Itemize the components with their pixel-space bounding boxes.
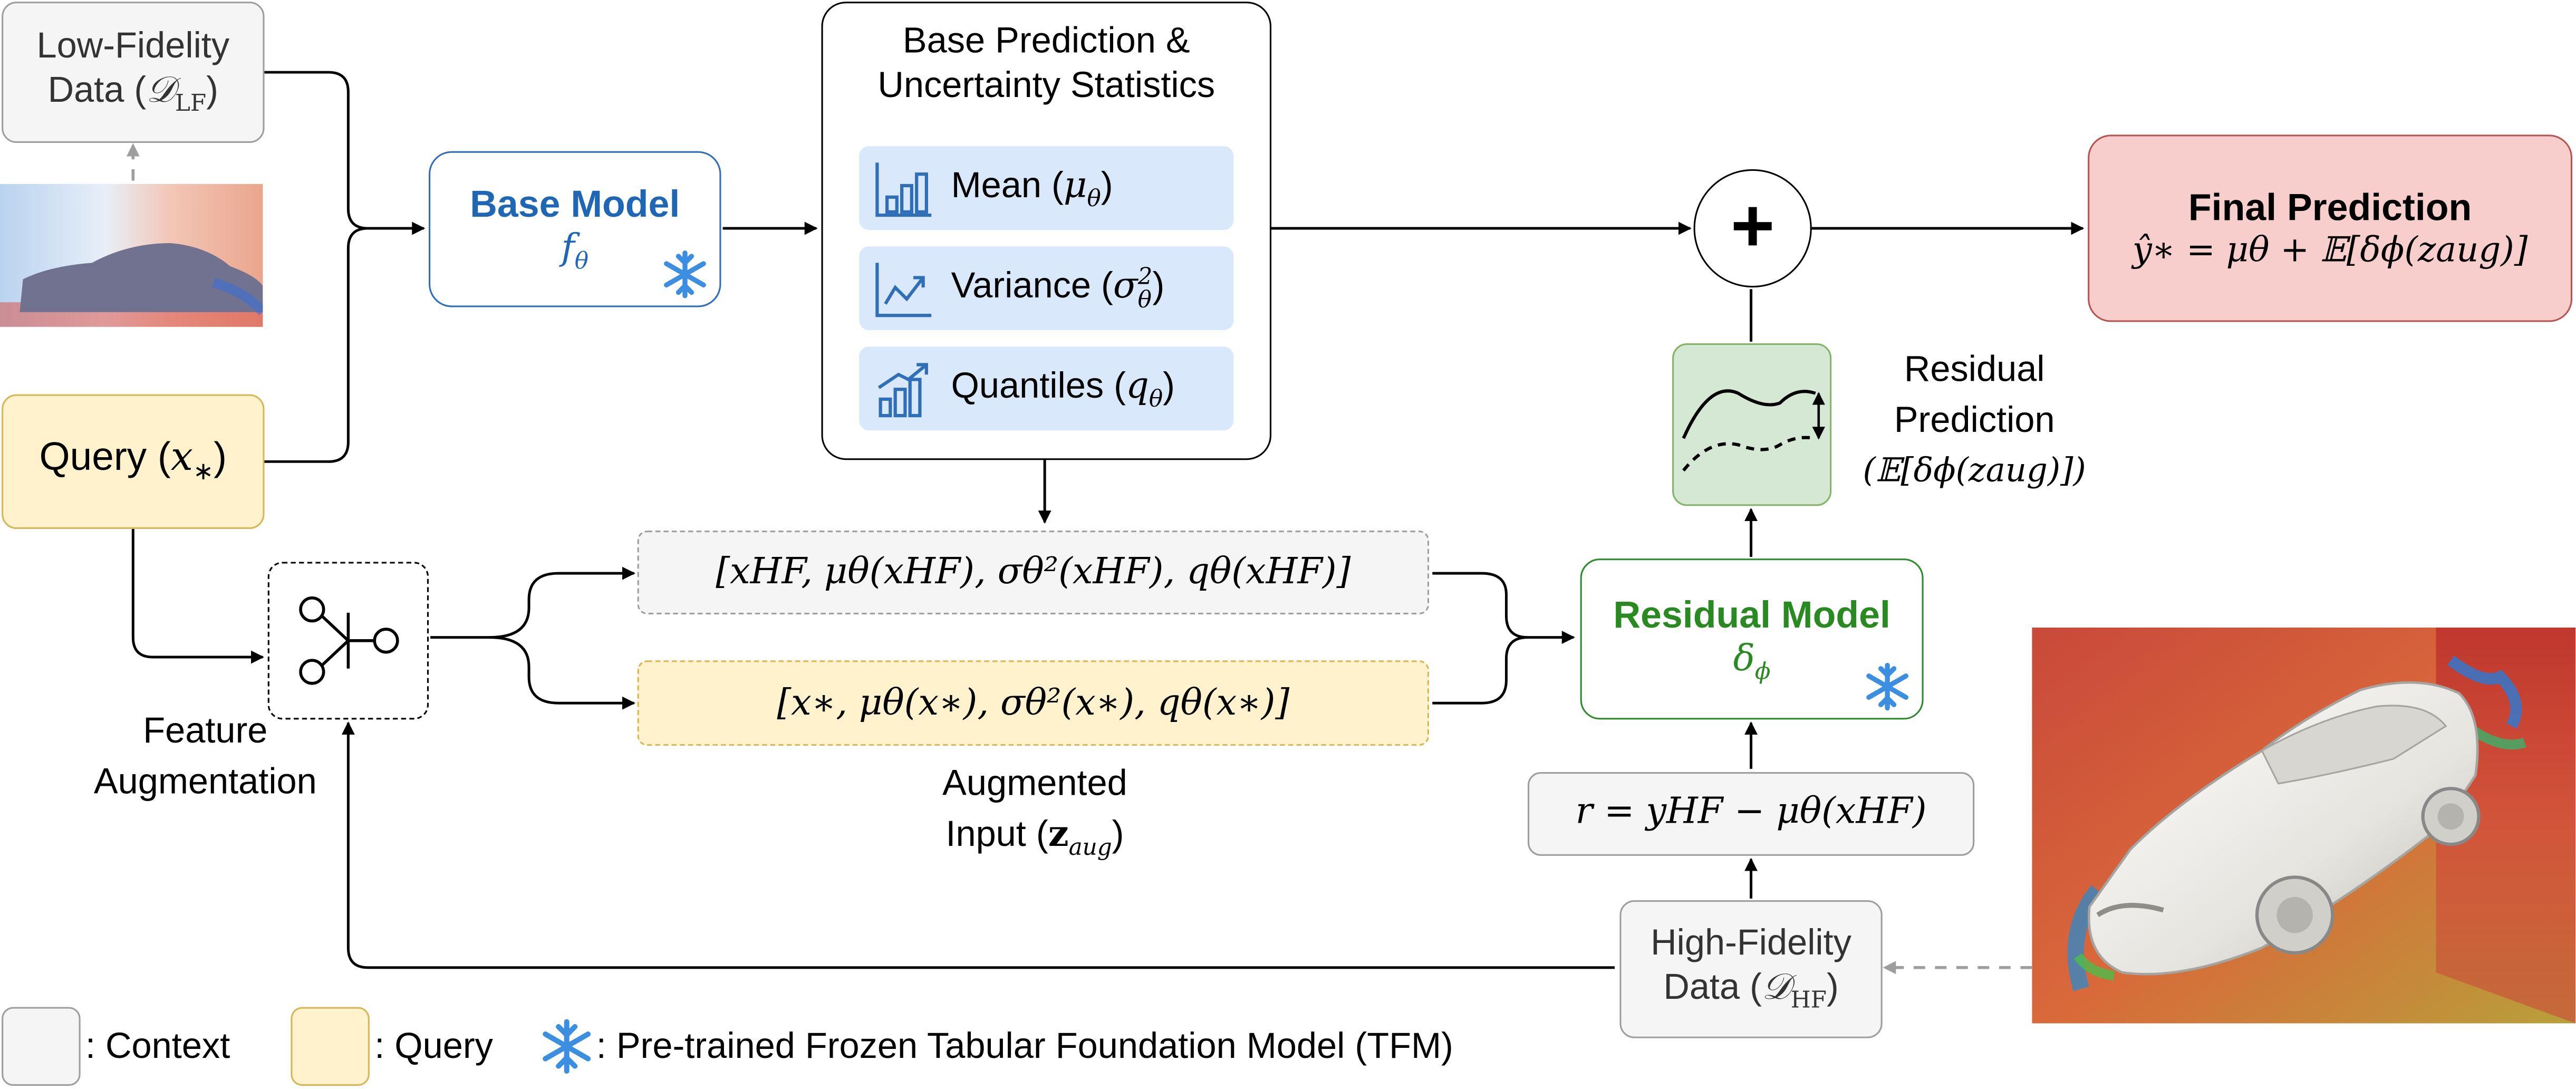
close-paren: ) [1827, 966, 1839, 1008]
growth-chart-icon [877, 362, 928, 417]
residual-model-box: Residual Model δϕ [1580, 558, 1924, 720]
stat-mean: Mean (μθ) [859, 146, 1234, 230]
query-symbol: x [170, 434, 193, 480]
snowflake-icon [664, 250, 706, 298]
function-subscript: θ [574, 249, 589, 276]
final-prediction-box: Final Prediction ŷ∗ = μθ + 𝔼[δϕ(zaug)] [2088, 134, 2573, 322]
residual-prediction-plot [1672, 343, 1832, 506]
residual-prediction-line2: Prediction [1894, 399, 2055, 440]
high-fidelity-title: High-Fidelity [1651, 922, 1851, 963]
residual-prediction-formula: (𝔼[δϕ(zaug)]) [1863, 449, 2086, 489]
legend-query-label: : Query [374, 1025, 493, 1066]
base-model-title: Base Model [470, 182, 680, 226]
plus-icon: + [1730, 182, 1775, 268]
residual-model-title: Residual Model [1613, 592, 1890, 635]
snowflake-icon [1866, 662, 1909, 711]
delta-subscript: ϕ [1754, 659, 1771, 686]
low-fidelity-simulation-image [0, 184, 263, 327]
close-paren: ) [206, 69, 219, 111]
residual-curve-icon [1682, 389, 1826, 472]
bar-chart-icon [875, 161, 932, 216]
dataset-symbol: 𝒟 [146, 71, 175, 112]
base-prediction-stats-panel: Base Prediction & Uncertainty Statistics [821, 2, 1272, 460]
final-prediction-title: Final Prediction [2188, 186, 2472, 229]
augmented-line2: Input (zaug) [946, 813, 1124, 861]
car-render-icon [2032, 627, 2576, 1024]
augmented-line1: Augmented [942, 762, 1127, 804]
base-model-box: Base Model fθ [429, 151, 721, 307]
data-word: Data ( [47, 69, 147, 111]
dataset-subscript: LF [175, 91, 207, 118]
legend-context-label: : Context [85, 1025, 230, 1066]
legend: : Context : Query : Pre-trained Frozen T… [0, 1005, 1643, 1087]
high-fidelity-simulation-image [2032, 627, 2576, 1024]
close-paren: ) [214, 436, 227, 480]
car-silhouette-icon [0, 243, 263, 327]
data-word: Data ( [1663, 966, 1762, 1008]
quantiles-label: Quantiles (qθ) [951, 364, 1175, 413]
dataset-symbol: 𝒟 [1761, 968, 1791, 1009]
residual-prediction-label: Residual Prediction (𝔼[δϕ(zaug)]) [1843, 345, 2106, 492]
low-fidelity-title: Low-Fidelity [36, 25, 230, 66]
base-model-symbol: fθ [561, 227, 588, 277]
residual-prediction-line1: Residual [1904, 348, 2045, 390]
query-subscript: ∗ [192, 458, 214, 487]
high-fidelity-feature-vector: [xHF, μθ(xHF), σθ²(xHF), qθ(xHF)] [637, 531, 1430, 615]
augmented-input-label: Augmented Input (zaug) [887, 759, 1183, 865]
high-fidelity-data-label: Data (𝒟HF) [1663, 966, 1839, 1016]
stats-title-line1: Base Prediction & [902, 20, 1190, 61]
feature-augmentation-node [267, 562, 429, 720]
low-fidelity-data-box: Low-Fidelity Data (𝒟LF) [2, 2, 265, 143]
final-prediction-formula: ŷ∗ = μθ + 𝔼[δϕ(zaug)] [2132, 230, 2528, 270]
stat-quantiles: Quantiles (qθ) [859, 346, 1234, 431]
legend-context-swatch [2, 1007, 81, 1086]
high-fidelity-data-box: High-Fidelity Data (𝒟HF) [1619, 900, 1883, 1038]
query-word: Query ( [39, 436, 171, 480]
query-vector-text: [x∗, μθ(x∗), σθ²(x∗), qθ(x∗)] [777, 682, 1290, 724]
residual-formula-box: r = yHF − μθ(xHF) [1527, 772, 1975, 856]
legend-query-swatch [291, 1007, 370, 1086]
dataset-subscript: HF [1790, 988, 1827, 1015]
feature-aug-line2: Augmentation [93, 760, 317, 802]
snowflake-icon [543, 1019, 591, 1074]
line-trend-icon [875, 262, 932, 316]
feature-aug-line1: Feature [143, 709, 268, 751]
query-label: Query (x∗) [40, 435, 227, 489]
low-fidelity-data-label: Data (𝒟LF) [48, 69, 218, 119]
query-feature-vector: [x∗, μθ(x∗), σθ²(x∗), qθ(x∗)] [637, 660, 1430, 746]
legend-tfm-label: : Pre-trained Frozen Tabular Foundation … [596, 1025, 1453, 1066]
function-symbol: f [561, 228, 575, 270]
stats-title-line2: Uncertainty Statistics [877, 63, 1215, 105]
delta-symbol: δ [1733, 639, 1755, 680]
residual-model-symbol: δϕ [1733, 637, 1771, 687]
query-box: Query (x∗) [2, 394, 265, 529]
split-merge-icon [299, 596, 399, 685]
mean-label: Mean (μθ) [951, 163, 1113, 213]
sum-node: + [1693, 169, 1812, 288]
feature-augmentation-label: Feature Augmentation [49, 706, 361, 807]
hf-vector-text: [xHF, μθ(xHF), σθ²(xHF), qθ(xHF)] [716, 552, 1351, 593]
residual-formula-text: r = yHF − μθ(xHF) [1575, 792, 1927, 833]
